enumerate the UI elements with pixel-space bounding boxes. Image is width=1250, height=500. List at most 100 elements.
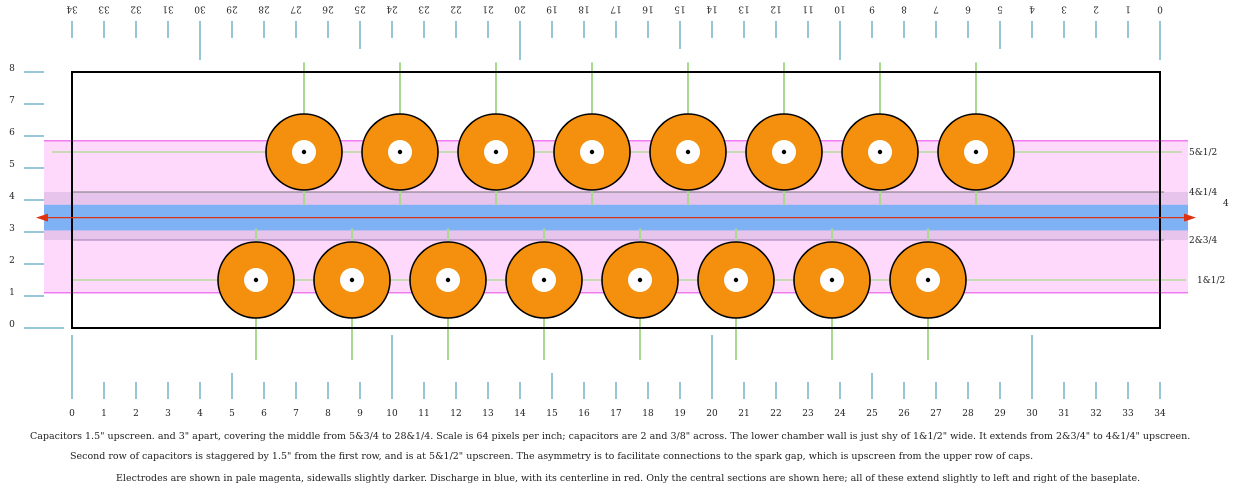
top-tick-label-29: 29 <box>226 4 238 14</box>
top-tick-label-3: 3 <box>1061 4 1067 14</box>
right-labels: 5&1/24&1/442&3/41&1/2 <box>1189 148 1229 286</box>
top-tick-label-22: 22 <box>450 4 461 14</box>
bottom-tick-label-33: 33 <box>1122 409 1134 419</box>
left-tick-label-6: 6 <box>9 128 15 138</box>
top-tick-label-2: 2 <box>1093 4 1099 14</box>
right-label-lower-wall: 2&3/4 <box>1189 236 1217 246</box>
bottom-tick-label-29: 29 <box>994 409 1006 419</box>
upper-capacitor-2-center <box>781 149 787 155</box>
bottom-tick-label-9: 9 <box>357 409 363 419</box>
bottom-tick-label-7: 7 <box>293 409 299 419</box>
top-tick-label-26: 26 <box>322 4 334 14</box>
left-tick-label-3: 3 <box>9 224 15 234</box>
top-tick-label-24: 24 <box>386 4 398 14</box>
bottom-tick-label-8: 8 <box>325 409 331 419</box>
left-tick-label-1: 1 <box>9 288 15 298</box>
left-tick-label-0: 0 <box>9 320 15 330</box>
bottom-tick-label-3: 3 <box>165 409 171 419</box>
bottom-tick-label-10: 10 <box>386 409 398 419</box>
upper-capacitor-4-center <box>589 149 595 155</box>
top-tick-label-18: 18 <box>578 4 590 14</box>
top-tick-label-34: 34 <box>66 4 78 14</box>
bottom-tick-label-19: 19 <box>674 409 686 419</box>
top-tick-label-21: 21 <box>482 4 493 14</box>
discharge-arrow <box>36 213 1196 222</box>
arrowhead-left <box>36 213 48 222</box>
top-tick-label-8: 8 <box>901 4 907 14</box>
upper-capacitor-1-center <box>877 149 883 155</box>
top-tick-label-30: 30 <box>194 4 206 14</box>
top-tick-label-13: 13 <box>738 4 750 14</box>
bottom-tick-label-20: 20 <box>706 409 718 419</box>
lower-capacitor-4-center <box>541 277 547 283</box>
lower-capacitor-7-center <box>253 277 259 283</box>
top-tick-label-11: 11 <box>802 4 813 14</box>
bottom-tick-label-24: 24 <box>834 409 846 419</box>
top-tick-label-31: 31 <box>162 4 173 14</box>
top-tick-label-15: 15 <box>674 4 686 14</box>
top-tick-label-10: 10 <box>834 4 846 14</box>
top-tick-label-16: 16 <box>642 4 654 14</box>
right-label-electrode: 4 <box>1223 199 1229 209</box>
bottom-tick-label-16: 16 <box>578 409 590 419</box>
bottom-tick-label-17: 17 <box>610 409 622 419</box>
lower-capacitor-3-center <box>637 277 643 283</box>
lower-capacitor-6-center <box>349 277 355 283</box>
bottom-tick-label-2: 2 <box>133 409 139 419</box>
capacitors-layer <box>217 113 1015 319</box>
top-tick-label-6: 6 <box>965 4 971 14</box>
bottom-tick-label-34: 34 <box>1154 409 1166 419</box>
top-tick-label-14: 14 <box>706 4 718 14</box>
top-tick-label-4: 4 <box>1029 4 1035 14</box>
bottom-tick-label-26: 26 <box>898 409 910 419</box>
bottom-tick-label-30: 30 <box>1026 409 1038 419</box>
bottom-tick-label-23: 23 <box>802 409 814 419</box>
top-tick-label-19: 19 <box>546 4 558 14</box>
bottom-tick-label-32: 32 <box>1090 409 1101 419</box>
bottom-tick-label-12: 12 <box>450 409 461 419</box>
top-tick-label-1: 1 <box>1125 4 1131 14</box>
top-tick-label-33: 33 <box>98 4 110 14</box>
bottom-tick-label-4: 4 <box>197 409 203 419</box>
left-tick-label-8: 8 <box>9 64 15 74</box>
top-tick-label-25: 25 <box>354 4 366 14</box>
caption-line-1: Capacitors 1.5" upscreen. and 3" apart, … <box>30 431 1191 442</box>
top-tick-label-27: 27 <box>290 4 302 14</box>
top-scale: 0123456789101112131415161718192021222324… <box>66 4 1163 60</box>
bottom-tick-label-0: 0 <box>69 409 75 419</box>
bottom-tick-label-15: 15 <box>546 409 558 419</box>
upper-capacitor-0-center <box>973 149 979 155</box>
upper-capacitor-5-center <box>493 149 499 155</box>
upper-capacitor-3-center <box>685 149 691 155</box>
right-label-upper-row: 5&1/2 <box>1189 148 1217 158</box>
arrowhead-right <box>1184 213 1196 222</box>
bottom-tick-label-27: 27 <box>930 409 942 419</box>
left-tick-label-5: 5 <box>9 160 15 170</box>
bottom-tick-label-14: 14 <box>514 409 526 419</box>
left-tick-label-7: 7 <box>9 96 15 106</box>
bottom-tick-label-22: 22 <box>770 409 781 419</box>
bottom-tick-label-25: 25 <box>866 409 878 419</box>
top-tick-label-12: 12 <box>770 4 781 14</box>
bottom-tick-label-1: 1 <box>101 409 107 419</box>
top-tick-label-9: 9 <box>869 4 875 14</box>
top-tick-label-32: 32 <box>130 4 141 14</box>
top-tick-label-23: 23 <box>418 4 430 14</box>
lower-capacitor-5-center <box>445 277 451 283</box>
top-tick-label-0: 0 <box>1157 4 1163 14</box>
lower-capacitor-1-center <box>829 277 835 283</box>
bottom-tick-label-28: 28 <box>962 409 974 419</box>
bottom-tick-label-13: 13 <box>482 409 494 419</box>
top-tick-label-28: 28 <box>258 4 270 14</box>
upper-capacitor-7-center <box>301 149 307 155</box>
bottom-tick-label-31: 31 <box>1058 409 1069 419</box>
bottom-tick-label-6: 6 <box>261 409 267 419</box>
bottom-tick-label-21: 21 <box>738 409 749 419</box>
caption-line-3: Electrodes are shown in pale magenta, si… <box>116 473 1141 484</box>
bottom-tick-label-11: 11 <box>418 409 429 419</box>
lower-capacitor-0-center <box>925 277 931 283</box>
right-label-upper-wall: 4&1/4 <box>1189 188 1217 198</box>
